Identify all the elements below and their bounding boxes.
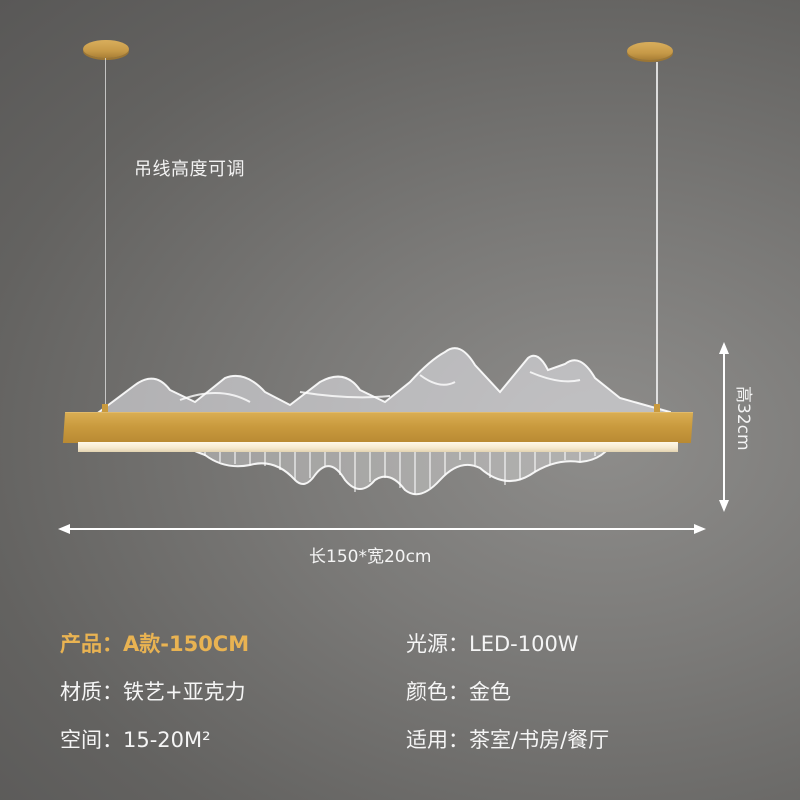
spec-space-label: 空间： bbox=[60, 728, 123, 752]
width-dimension-line bbox=[66, 528, 696, 530]
spec-light-source-label: 光源： bbox=[406, 632, 469, 656]
height-arrow-top-icon bbox=[719, 342, 729, 354]
height-dimension-label: 高32cm bbox=[733, 386, 753, 451]
wire-clamp-left bbox=[102, 404, 108, 412]
suspension-wire-right bbox=[656, 62, 658, 412]
spec-color: 颜色：金色 bbox=[406, 676, 511, 706]
lamp-light-diffuser bbox=[78, 442, 678, 452]
spec-space: 空间：15-20M² bbox=[60, 724, 211, 754]
spec-usage-value: 茶室/书房/餐厅 bbox=[469, 728, 610, 752]
height-dimension-line bbox=[723, 350, 725, 502]
width-arrow-left-icon bbox=[58, 524, 70, 534]
spec-space-value: 15-20M² bbox=[123, 728, 211, 752]
spec-light-source: 光源：LED-100W bbox=[406, 628, 579, 658]
spec-material-label: 材质： bbox=[60, 680, 123, 704]
wire-clamp-right bbox=[654, 404, 660, 412]
ceiling-canopy-left bbox=[83, 40, 129, 58]
ceiling-canopy-right bbox=[627, 42, 673, 60]
spec-color-value: 金色 bbox=[469, 680, 511, 704]
spec-material: 材质：铁艺+亚克力 bbox=[60, 676, 246, 706]
suspension-wire-left bbox=[105, 58, 106, 412]
spec-usage-label: 适用： bbox=[406, 728, 469, 752]
lamp-gold-frame bbox=[62, 412, 694, 443]
width-dimension-label: 长150*宽20cm bbox=[309, 547, 432, 567]
spec-light-source-value: LED-100W bbox=[469, 632, 579, 656]
spec-product-value: A款-150CM bbox=[123, 632, 250, 656]
spec-color-label: 颜色： bbox=[406, 680, 469, 704]
height-arrow-bottom-icon bbox=[719, 500, 729, 512]
width-arrow-right-icon bbox=[694, 524, 706, 534]
spec-product: 产品：A款-150CM bbox=[60, 628, 249, 658]
cable-height-note: 吊线高度可调 bbox=[134, 159, 245, 180]
spec-material-value: 铁艺+亚克力 bbox=[123, 680, 246, 704]
spec-usage: 适用：茶室/书房/餐厅 bbox=[406, 724, 609, 754]
spec-product-label: 产品： bbox=[60, 632, 123, 656]
